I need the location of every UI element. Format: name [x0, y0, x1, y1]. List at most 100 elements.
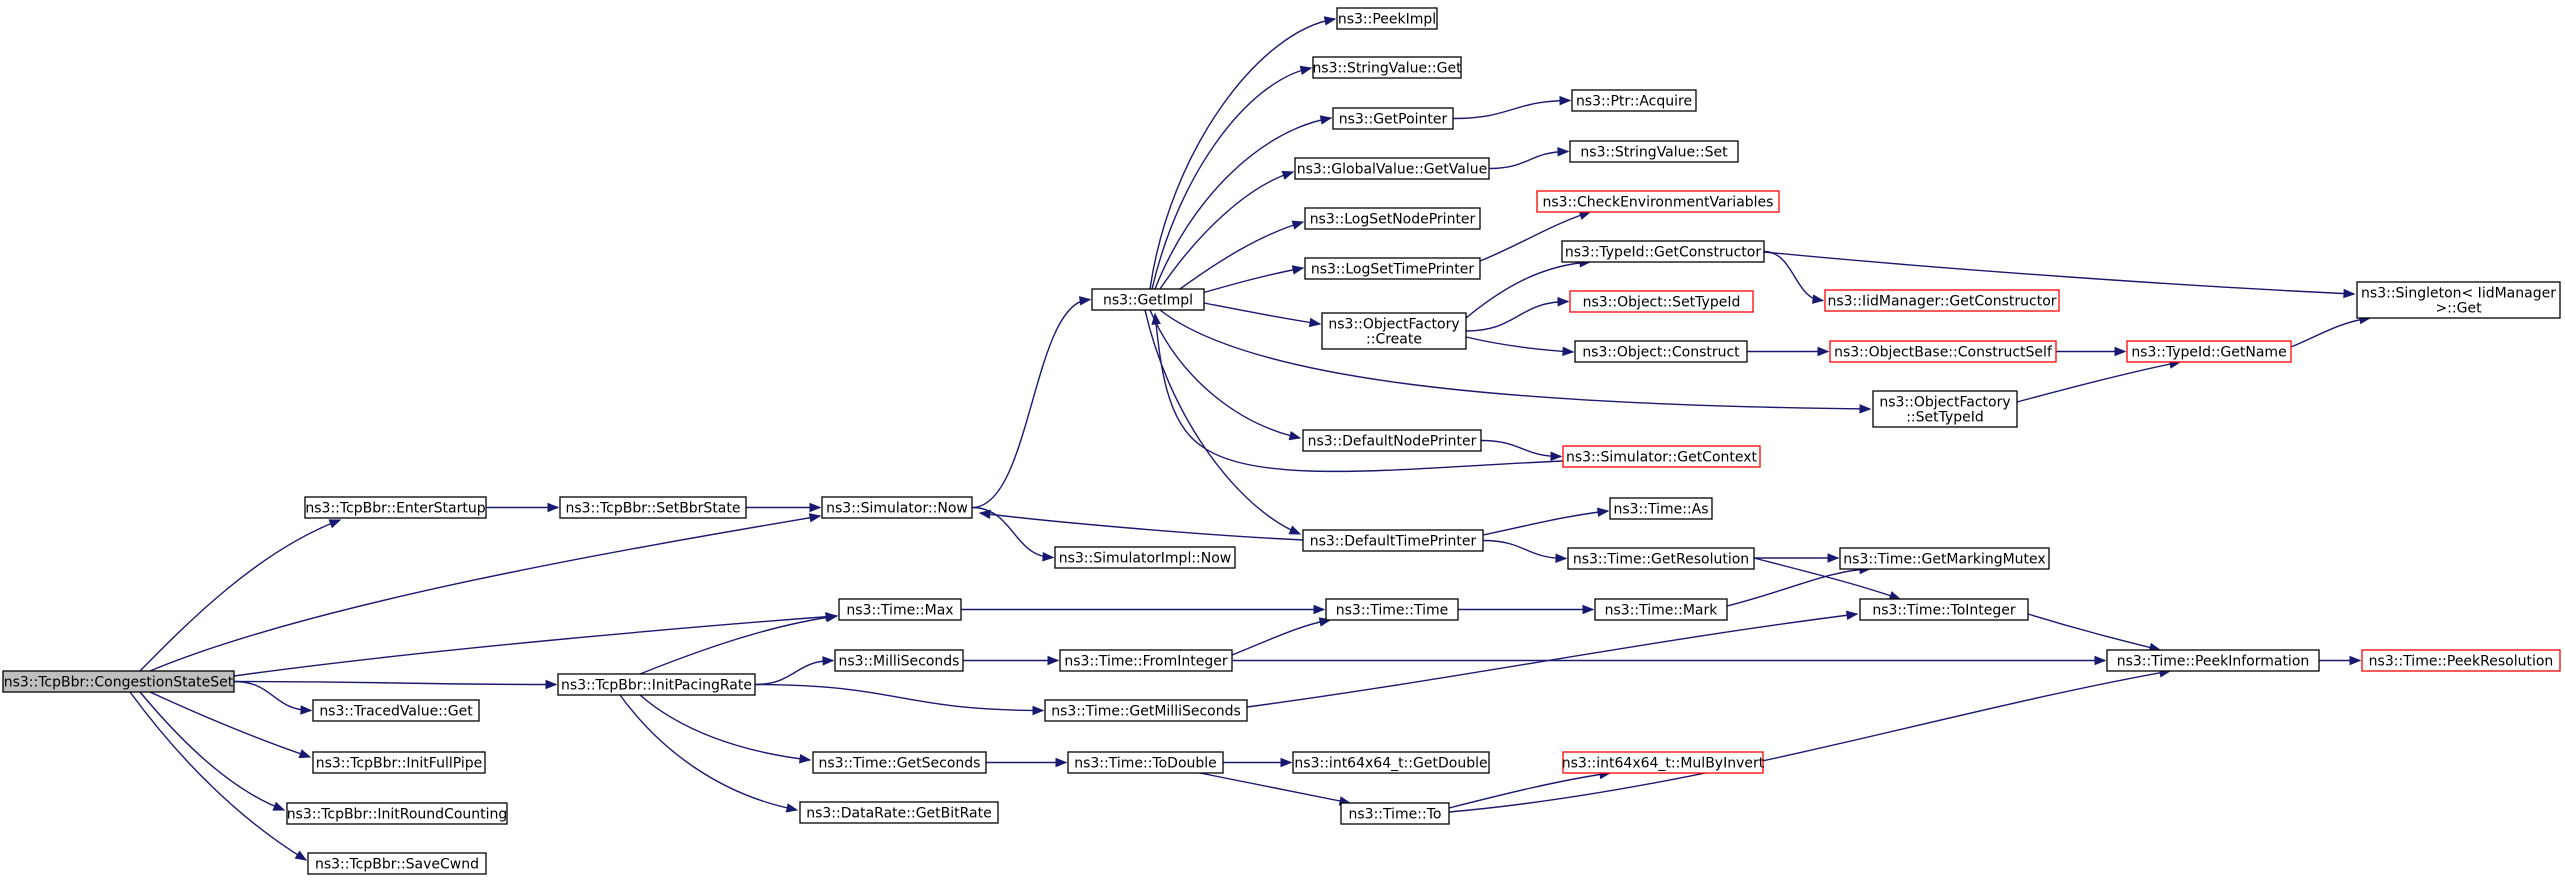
node-box[interactable] — [838, 598, 962, 621]
node-datarate[interactable]: ns3::DataRate::GetBitRate — [799, 801, 999, 824]
node-timemark[interactable]: ns3::Time::Mark — [1594, 598, 1728, 621]
node-initpacing[interactable]: ns3::TcpBbr::InitPacingRate — [557, 673, 756, 696]
node-defnodeprinter[interactable]: ns3::DefaultNodePrinter — [1302, 429, 1482, 452]
node-peekres[interactable]: ns3::Time::PeekResolution — [2361, 649, 2561, 672]
node-checkenv[interactable]: ns3::CheckEnvironmentVariables — [1536, 190, 1780, 213]
node-ptracquire[interactable]: ns3::Ptr::Acquire — [1571, 89, 1697, 112]
node-box[interactable] — [2126, 340, 2292, 363]
node-box[interactable] — [1304, 207, 1481, 230]
node-gvgetvalue[interactable]: ns3::GlobalValue::GetValue — [1294, 157, 1490, 180]
node-getseconds[interactable]: ns3::Time::GetSeconds — [812, 751, 987, 774]
node-box[interactable] — [1569, 140, 1739, 163]
node-logsettime[interactable]: ns3::LogSetTimePrinter — [1304, 257, 1481, 280]
node-i64getdouble[interactable]: ns3::int64x64_t::GetDouble — [1292, 751, 1490, 774]
node-timetime[interactable]: ns3::Time::Time — [1325, 598, 1459, 621]
node-box[interactable] — [1859, 598, 2029, 621]
node-box[interactable] — [1044, 699, 1248, 722]
node-box[interactable] — [1332, 107, 1454, 130]
node-box[interactable] — [1562, 751, 1764, 774]
node-box[interactable] — [1312, 56, 1462, 79]
node-box[interactable] — [1054, 546, 1236, 569]
node-ofcreate[interactable]: ns3::ObjectFactory::Create — [1321, 312, 1467, 350]
node-box[interactable] — [1872, 390, 2018, 428]
node-deftimeprinter[interactable]: ns3::DefaultTimePrinter — [1302, 529, 1484, 552]
node-box[interactable] — [307, 852, 487, 875]
node-fromint[interactable]: ns3::Time::FromInteger — [1059, 649, 1233, 672]
node-box[interactable] — [2, 670, 235, 693]
node-setbbrstate[interactable]: ns3::TcpBbr::SetBbrState — [559, 496, 747, 519]
node-enterstartup[interactable]: ns3::TcpBbr::EnterStartup — [304, 496, 487, 519]
node-iidgetctor[interactable]: ns3::IidManager::GetConstructor — [1824, 289, 2060, 312]
node-box[interactable] — [1569, 290, 1754, 313]
node-box[interactable] — [1336, 7, 1438, 30]
node-initfullpipe[interactable]: ns3::TcpBbr::InitFullPipe — [312, 751, 486, 774]
node-timeas[interactable]: ns3::Time::As — [1609, 497, 1713, 520]
node-box[interactable] — [1304, 257, 1481, 280]
node-box[interactable] — [1302, 529, 1484, 552]
node-getimpl[interactable]: ns3::GetImpl — [1091, 288, 1205, 311]
node-box[interactable] — [1302, 429, 1482, 452]
node-congestion[interactable]: ns3::TcpBbr::CongestionStateSet — [2, 670, 235, 693]
node-box[interactable] — [1059, 649, 1233, 672]
node-timegetmutex[interactable]: ns3::Time::GetMarkingMutex — [1839, 547, 2050, 570]
node-box[interactable] — [1562, 445, 1761, 468]
node-box[interactable] — [1829, 340, 2057, 363]
node-box[interactable] — [1321, 312, 1467, 350]
node-box[interactable] — [1292, 751, 1490, 774]
node-strvalget[interactable]: ns3::StringValue::Get — [1312, 56, 1462, 79]
node-timeto[interactable]: ns3::Time::To — [1340, 802, 1450, 825]
node-objconstruct[interactable]: ns3::Object::Construct — [1574, 340, 1748, 363]
node-timemax[interactable]: ns3::Time::Max — [838, 598, 962, 621]
node-box[interactable] — [1594, 598, 1728, 621]
node-box[interactable] — [1294, 157, 1490, 180]
node-box[interactable] — [286, 802, 508, 825]
node-box[interactable] — [821, 496, 973, 519]
node-simgetcontext[interactable]: ns3::Simulator::GetContext — [1562, 445, 1761, 468]
node-peekinfo[interactable]: ns3::Time::PeekInformation — [2106, 649, 2320, 672]
node-box[interactable] — [1067, 751, 1224, 774]
node-box[interactable] — [834, 649, 964, 672]
node-typeidgetctor[interactable]: ns3::TypeId::GetConstructor — [1561, 240, 1765, 263]
node-box[interactable] — [1325, 598, 1459, 621]
node-box[interactable] — [312, 751, 486, 774]
node-box[interactable] — [304, 496, 487, 519]
node-simnow[interactable]: ns3::Simulator::Now — [821, 496, 973, 519]
node-box[interactable] — [1567, 547, 1755, 570]
node-box[interactable] — [1824, 289, 2060, 312]
node-initround[interactable]: ns3::TcpBbr::InitRoundCounting — [286, 802, 508, 825]
node-objsettypeid[interactable]: ns3::Object::SetTypeId — [1569, 290, 1754, 313]
node-box[interactable] — [557, 673, 756, 696]
node-box[interactable] — [1574, 340, 1748, 363]
node-getpointer[interactable]: ns3::GetPointer — [1332, 107, 1454, 130]
node-box[interactable] — [1839, 547, 2050, 570]
node-ofsettypeid[interactable]: ns3::ObjectFactory::SetTypeId — [1872, 390, 2018, 428]
node-box[interactable] — [1340, 802, 1450, 825]
node-timetoint[interactable]: ns3::Time::ToInteger — [1859, 598, 2029, 621]
node-box[interactable] — [2361, 649, 2561, 672]
node-i64mulbyinv[interactable]: ns3::int64x64_t::MulByInvert — [1562, 751, 1765, 774]
node-box[interactable] — [312, 699, 480, 722]
node-simimplnow[interactable]: ns3::SimulatorImpl::Now — [1054, 546, 1236, 569]
node-getmillis[interactable]: ns3::Time::GetMilliSeconds — [1044, 699, 1248, 722]
node-timegetres[interactable]: ns3::Time::GetResolution — [1567, 547, 1755, 570]
node-box[interactable] — [1571, 89, 1697, 112]
node-typeidgetname[interactable]: ns3::TypeId::GetName — [2126, 340, 2292, 363]
node-todouble[interactable]: ns3::Time::ToDouble — [1067, 751, 1224, 774]
node-box[interactable] — [1536, 190, 1780, 213]
node-box[interactable] — [2356, 281, 2561, 319]
node-box[interactable] — [1561, 240, 1765, 263]
node-peekimpl[interactable]: ns3::PeekImpl — [1336, 7, 1438, 30]
node-logsetnode[interactable]: ns3::LogSetNodePrinter — [1304, 207, 1481, 230]
node-box[interactable] — [2106, 649, 2320, 672]
node-strvalset[interactable]: ns3::StringValue::Set — [1569, 140, 1739, 163]
node-box[interactable] — [559, 496, 747, 519]
node-savecwnd[interactable]: ns3::TcpBbr::SaveCwnd — [307, 852, 487, 875]
node-singleton[interactable]: ns3::Singleton< IidManager>::Get — [2356, 281, 2561, 319]
node-milliseconds[interactable]: ns3::MilliSeconds — [834, 649, 964, 672]
node-box[interactable] — [1609, 497, 1713, 520]
node-box[interactable] — [812, 751, 987, 774]
node-box[interactable] — [799, 801, 999, 824]
node-objbaseconstruct[interactable]: ns3::ObjectBase::ConstructSelf — [1829, 340, 2057, 363]
node-tracedget[interactable]: ns3::TracedValue::Get — [312, 699, 480, 722]
node-box[interactable] — [1091, 288, 1205, 311]
